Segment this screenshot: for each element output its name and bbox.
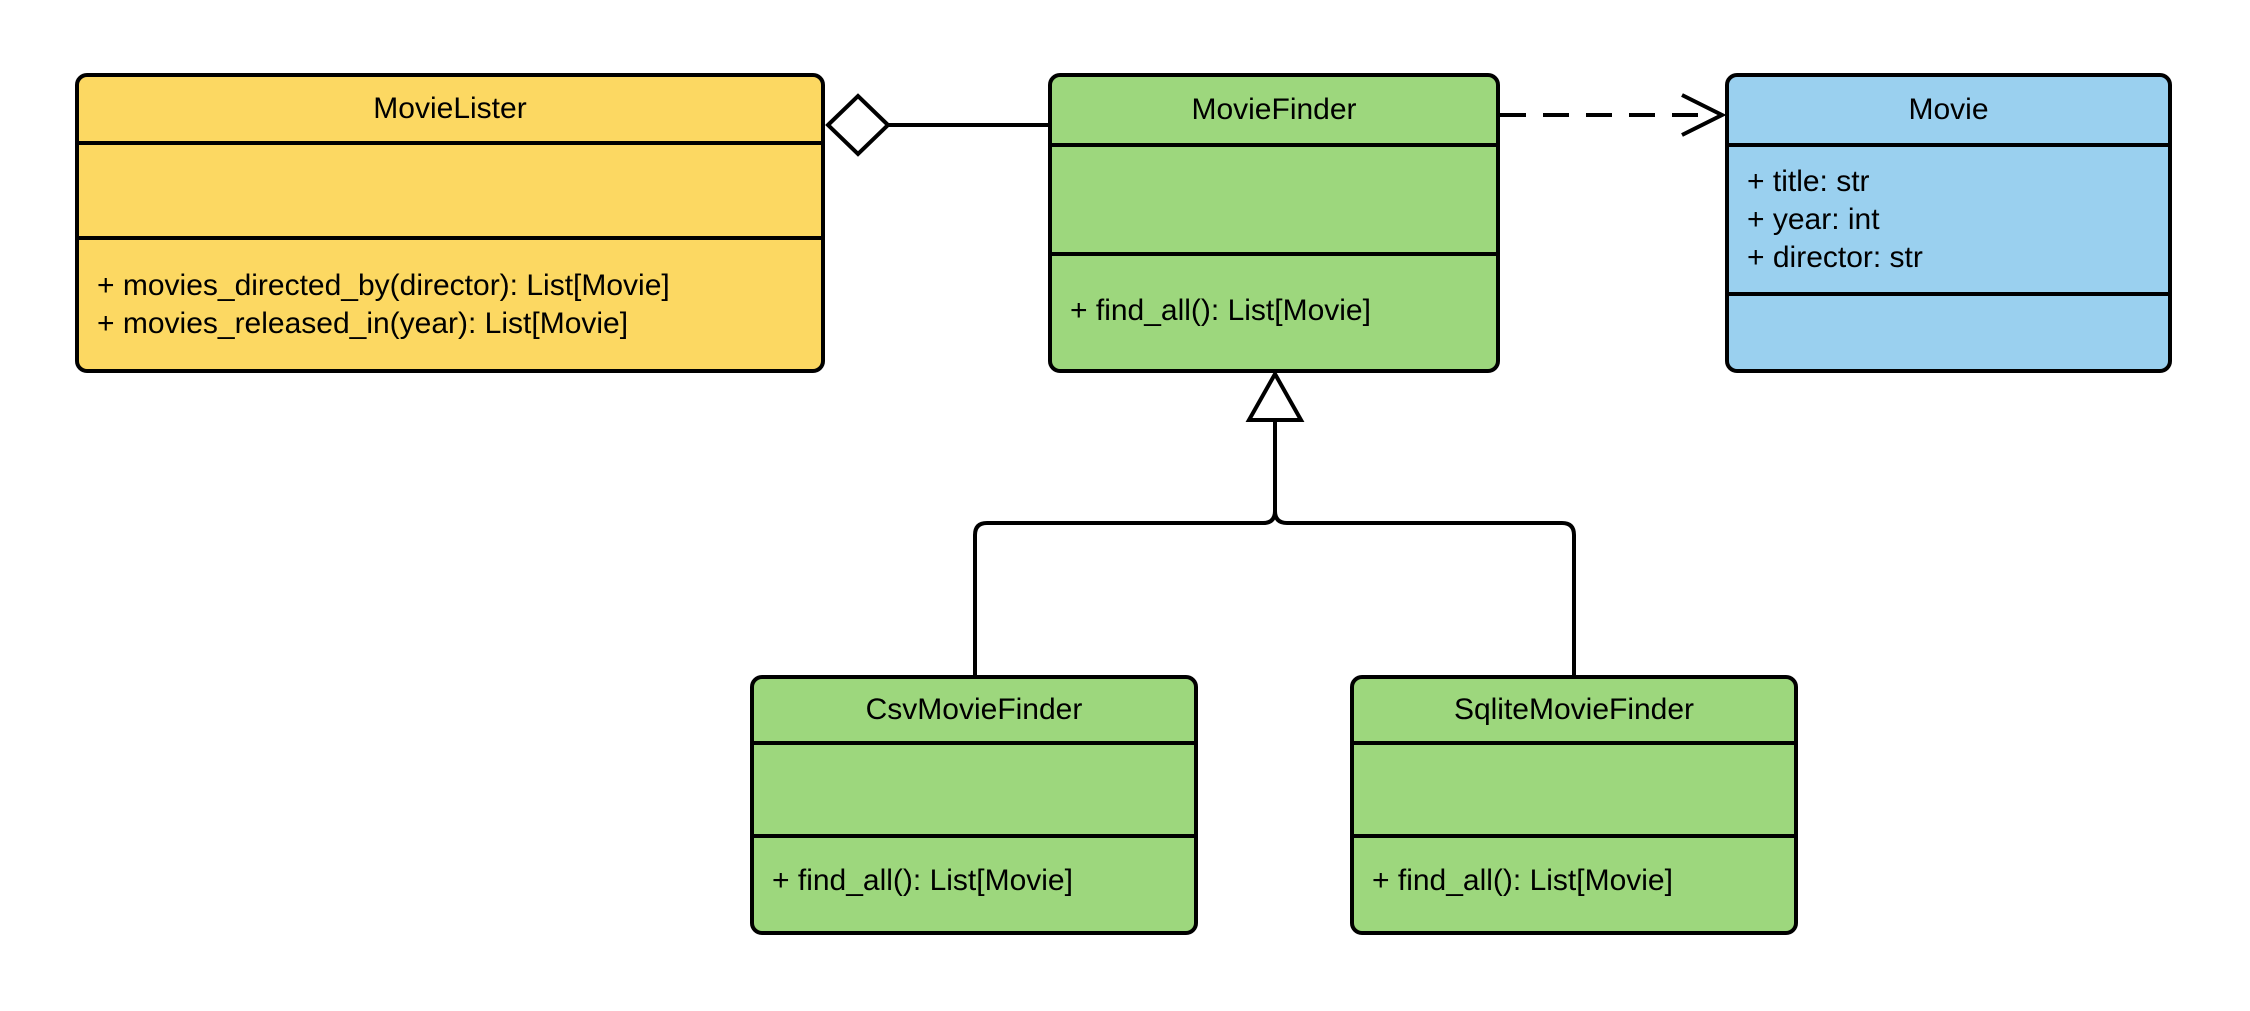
generalization-triangle <box>1245 369 1305 422</box>
attributes-compartment <box>79 141 821 236</box>
method-line: + movies_directed_by(director): List[Mov… <box>97 268 670 302</box>
class-name-label: MovieFinder <box>1191 93 1357 126</box>
generalization-line-csv <box>973 420 1277 675</box>
method-line: + find_all(): List[Movie] <box>1070 293 1371 327</box>
attribute-line: + year: int <box>1747 202 1880 236</box>
class-movie-lister: MovieLister + movies_directed_by(directo… <box>75 73 825 373</box>
class-movie-finder: MovieFinder + find_all(): List[Movie] <box>1048 73 1500 373</box>
attributes-compartment <box>1052 143 1496 252</box>
attributes-compartment: + title: str + year: int + director: str <box>1729 143 2168 292</box>
methods-compartment: + find_all(): List[Movie] <box>1354 834 1794 923</box>
class-title: SqliteMovieFinder <box>1354 679 1794 741</box>
dependency-edge-moviefinder-movie <box>1500 93 1727 137</box>
class-name-label: SqliteMovieFinder <box>1453 693 1695 726</box>
dependency-open-arrowhead <box>1681 93 1727 137</box>
attribute-line: + director: str <box>1747 240 1923 274</box>
class-sqlite-movie-finder: SqliteMovieFinder + find_all(): List[Mov… <box>1350 675 1798 935</box>
methods-compartment <box>1729 292 2168 365</box>
method-line: + movies_released_in(year): List[Movie] <box>97 306 629 340</box>
attributes-compartment <box>1354 741 1794 834</box>
class-csv-movie-finder: CsvMovieFinder + find_all(): List[Movie] <box>750 675 1198 935</box>
class-movie: Movie + title: str + year: int + directo… <box>1725 73 2172 373</box>
class-name-label: CsvMovieFinder <box>865 693 1083 726</box>
class-name-label: Movie <box>1908 93 1989 126</box>
class-name-label: MovieLister <box>373 92 527 125</box>
methods-compartment: + find_all(): List[Movie] <box>1052 252 1496 365</box>
methods-compartment: + find_all(): List[Movie] <box>754 834 1194 923</box>
generalization-edges <box>973 369 1576 675</box>
aggregation-diamond <box>825 93 891 157</box>
aggregation-edge-movielister-moviefinder <box>825 93 1048 157</box>
generalization-line-sqlite <box>1273 420 1576 675</box>
method-line: + find_all(): List[Movie] <box>772 863 1073 897</box>
attribute-line: + title: str <box>1747 164 1870 198</box>
method-line: + find_all(): List[Movie] <box>1372 863 1673 897</box>
class-title: MovieFinder <box>1052 77 1496 143</box>
class-title: MovieLister <box>79 77 821 141</box>
attributes-compartment <box>754 741 1194 834</box>
class-title: Movie <box>1729 77 2168 143</box>
class-title: CsvMovieFinder <box>754 679 1194 741</box>
methods-compartment: + movies_directed_by(director): List[Mov… <box>79 236 821 369</box>
